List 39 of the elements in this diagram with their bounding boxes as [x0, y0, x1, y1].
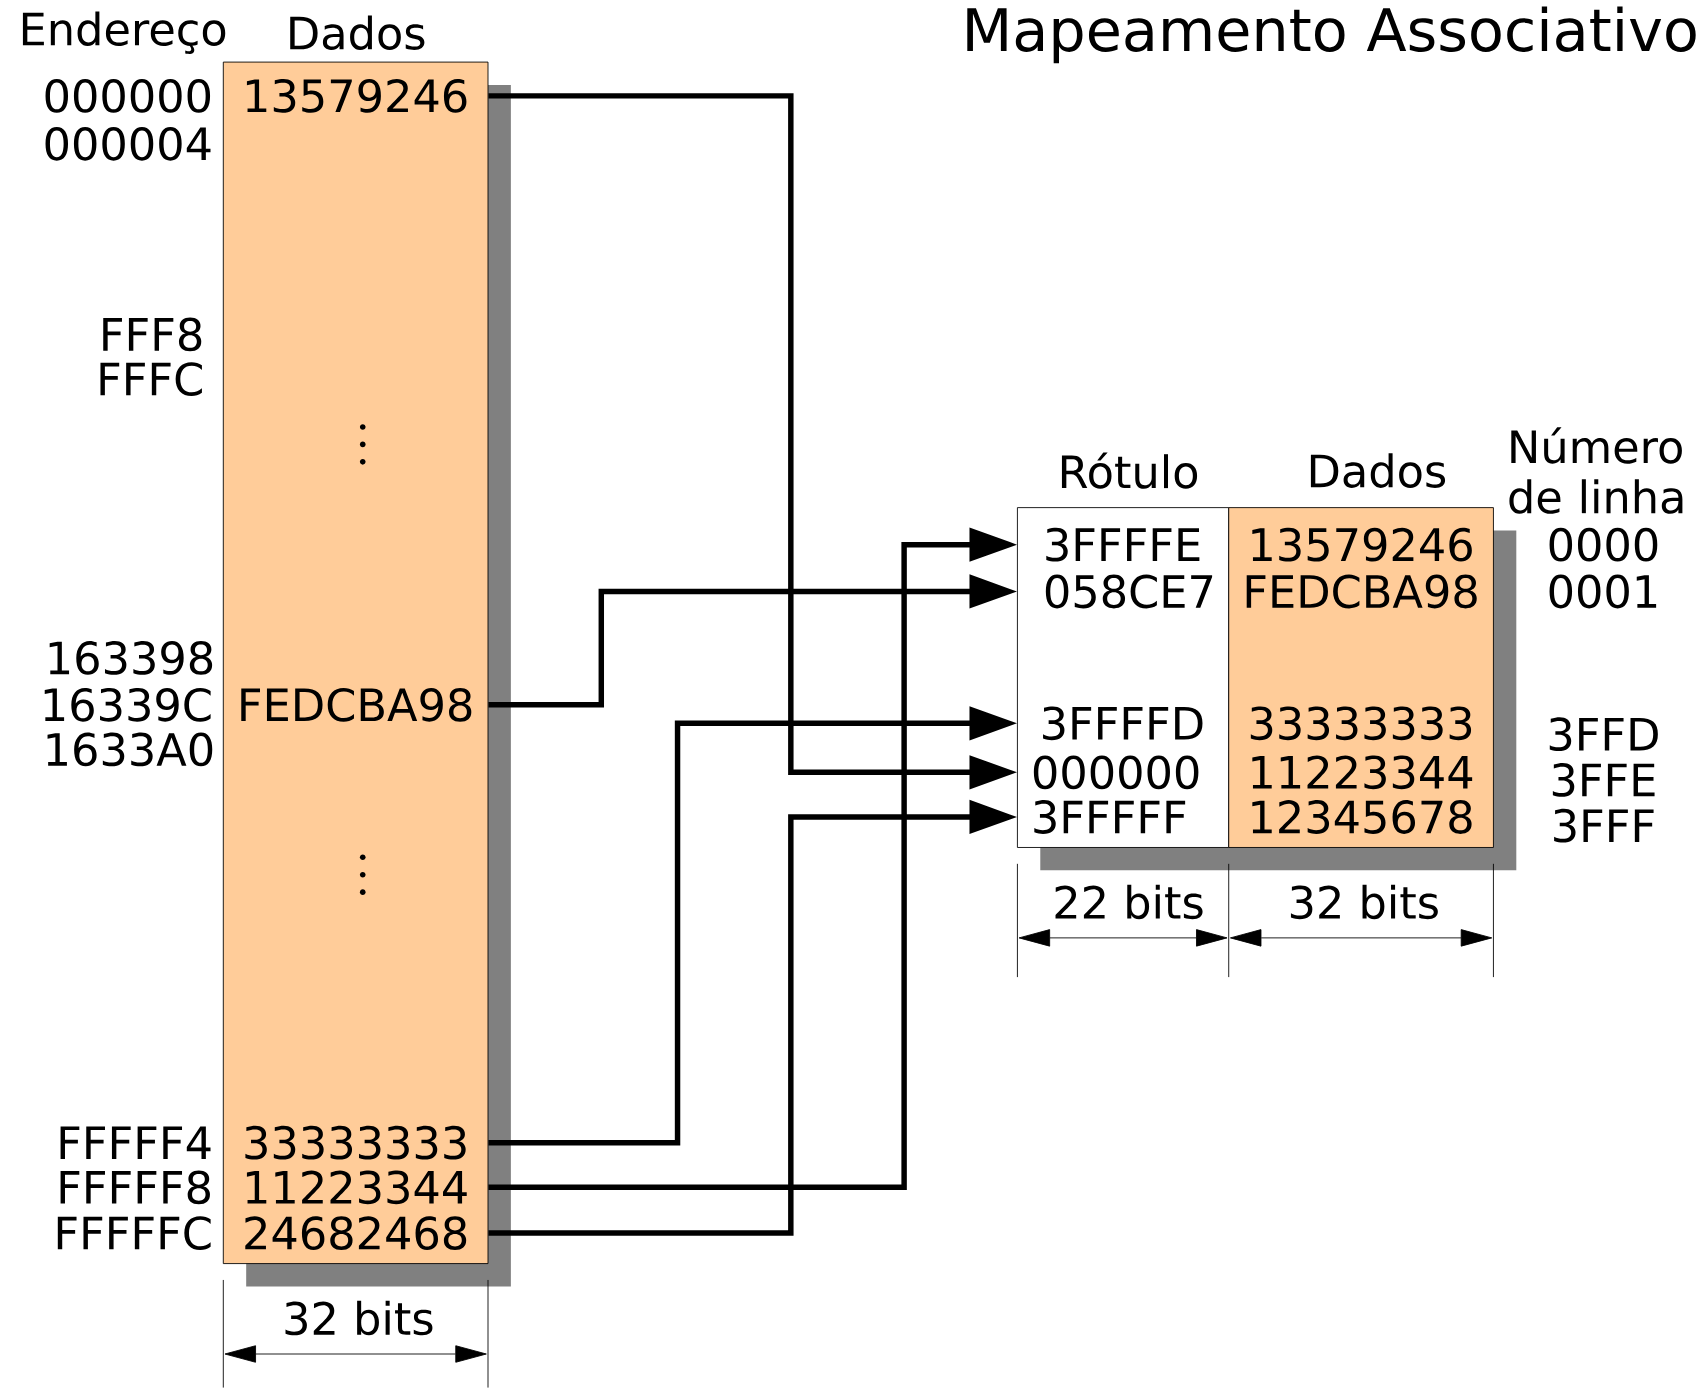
address-label: 1633A0: [47, 732, 213, 767]
cell-text: 3FFFFE: [1046, 527, 1200, 562]
address-label: 16339C: [44, 688, 211, 722]
text-label: 32 bits: [1290, 884, 1438, 920]
title: Mapeamento Associativo: [967, 6, 1696, 64]
address-label: FFF8: [103, 317, 202, 352]
cell-text: 3FFFFF: [1034, 800, 1186, 834]
cell-text: 12345678: [1252, 800, 1472, 834]
address-label: FFFFF4: [60, 1126, 211, 1160]
text-label: Endereço: [22, 11, 226, 55]
line-number: 0000: [1549, 527, 1658, 562]
node-label: Dados: [290, 15, 425, 51]
cell-text: 33333333: [245, 1125, 466, 1160]
cell-text: FEDCBA98: [241, 688, 472, 722]
address-label: FFFFF8: [60, 1170, 210, 1205]
cell-text: FEDCBA98: [1246, 574, 1477, 609]
address-label: 000004: [45, 127, 211, 161]
cell-text: 000000: [1033, 755, 1199, 790]
text-label: 22 bits: [1055, 884, 1203, 920]
address-label: FFFFFC: [57, 1216, 211, 1251]
cell-text: 33333333: [1250, 706, 1472, 741]
cell-text: 11223344: [246, 1170, 467, 1205]
address-label: FFFC: [100, 362, 202, 397]
cell-text: 13579246: [246, 79, 467, 113]
cell-text: 3FFFFD: [1043, 706, 1203, 741]
node-label: Dados: [1310, 453, 1446, 488]
line-number: 0001: [1549, 574, 1657, 609]
cell-text: 24682468: [245, 1216, 467, 1251]
address-label: 163398: [49, 641, 213, 675]
line-number: 3FFD: [1549, 717, 1658, 752]
line-number: 3FFE: [1552, 763, 1655, 797]
cell-text: 11223344: [1252, 755, 1473, 790]
text-label: 32 bits: [285, 1300, 433, 1336]
line-number: 3FFF: [1554, 808, 1654, 843]
address-label: 000000: [45, 79, 211, 113]
column-heading: Número de linha: [1509, 427, 1683, 514]
cell-text: 058CE7: [1045, 574, 1213, 609]
node-label: Rótulo: [1061, 452, 1198, 489]
cell-text: 13579246: [1252, 527, 1472, 562]
